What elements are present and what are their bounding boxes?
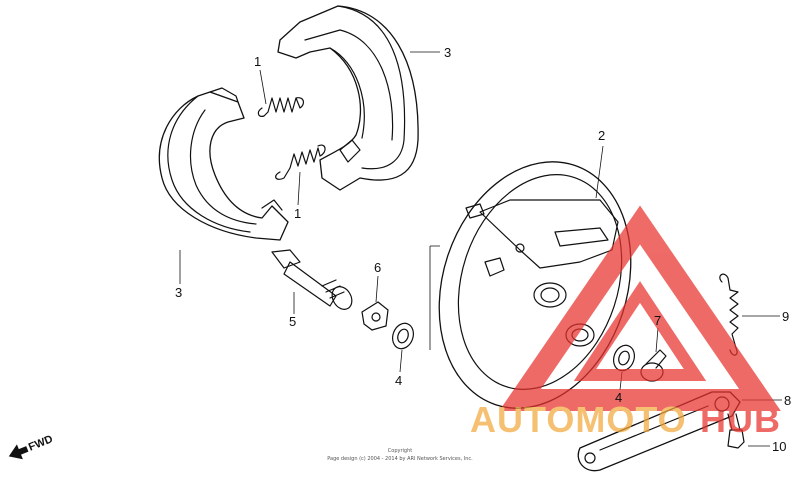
copyright-notice: Copyright Page design (c) 2004 - 2014 by… — [327, 448, 473, 462]
callout-1-top: 1 — [254, 54, 261, 69]
callout-5: 5 — [289, 314, 296, 329]
callout-3-left: 3 — [175, 285, 182, 300]
copyright-line-2: Page design (c) 2004 - 2014 by ARI Netwo… — [327, 456, 473, 462]
callout-7: 7 — [654, 313, 661, 328]
indicator-plate — [361, 301, 389, 331]
dust-seal-right — [613, 344, 635, 372]
brake-shoe-lower — [158, 87, 289, 241]
spring-lower — [275, 144, 326, 180]
callout-4-right: 4 — [615, 390, 622, 405]
callout-2: 2 — [598, 128, 605, 143]
callout-9: 9 — [782, 309, 789, 324]
copyright-line-1: Copyright — [388, 448, 412, 454]
callout-1-bottom: 1 — [294, 206, 301, 221]
callout-6: 6 — [374, 260, 381, 275]
forward-label: FWD — [27, 433, 55, 454]
callout-labels: 1 1 2 3 3 4 4 5 6 7 8 9 10 — [175, 45, 791, 454]
callout-8: 8 — [784, 393, 791, 408]
callout-3-top: 3 — [444, 45, 451, 60]
watermark-text: AUTOMOTO — [470, 399, 687, 440]
watermark-text-accent: HUB — [700, 399, 781, 440]
brake-shoe-upper — [277, 5, 419, 191]
spring-upper — [257, 97, 305, 117]
forward-arrow-icon — [8, 444, 29, 460]
watermark-logo: AUTOMOTO HUB — [470, 205, 781, 440]
dust-seal-left — [392, 322, 414, 350]
forward-direction-indicator: FWD — [8, 433, 55, 460]
brake-cam — [271, 249, 353, 310]
callout-4-left: 4 — [395, 373, 402, 388]
callout-10: 10 — [772, 439, 786, 454]
arm-bolt — [727, 413, 745, 449]
